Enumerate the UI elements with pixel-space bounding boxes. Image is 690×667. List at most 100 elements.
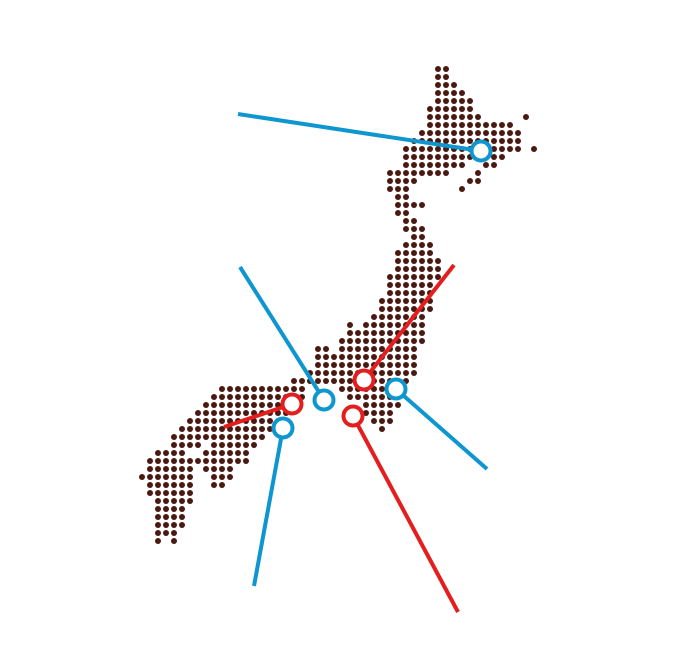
- japan-landmass-dots: [139, 66, 537, 544]
- tokyo-leader-line: [394, 387, 489, 471]
- land-dot: [379, 306, 385, 312]
- land-dot: [243, 410, 249, 416]
- land-dot: [395, 346, 401, 352]
- land-dot: [251, 426, 257, 432]
- land-dot: [267, 386, 273, 392]
- hokkaido-marker[interactable]: [469, 139, 493, 163]
- land-dot: [179, 522, 185, 528]
- land-dot: [291, 378, 297, 384]
- land-dot: [171, 482, 177, 488]
- land-dot: [371, 330, 377, 336]
- land-dot: [395, 266, 401, 272]
- land-dot: [299, 386, 305, 392]
- land-dot: [315, 378, 321, 384]
- land-dot: [315, 354, 321, 360]
- land-dot: [475, 122, 481, 128]
- tokyo-marker[interactable]: [384, 377, 408, 401]
- land-dot: [435, 74, 441, 80]
- land-dot: [419, 322, 425, 328]
- shizuoka-leader-line: [351, 415, 460, 613]
- land-dot: [371, 354, 377, 360]
- land-dot: [411, 274, 417, 280]
- land-dot: [211, 450, 217, 456]
- land-dot: [419, 162, 425, 168]
- land-dot: [347, 354, 353, 360]
- land-dot: [163, 530, 169, 536]
- land-dot: [235, 426, 241, 432]
- land-dot: [227, 386, 233, 392]
- land-dot: [315, 346, 321, 352]
- land-dot: [427, 162, 433, 168]
- kyoto-marker[interactable]: [312, 388, 336, 412]
- land-dot: [491, 154, 497, 160]
- land-dot: [379, 298, 385, 304]
- land-dot: [419, 146, 425, 152]
- land-dot: [411, 178, 417, 184]
- land-dot: [219, 466, 225, 472]
- land-dot: [227, 410, 233, 416]
- land-dot: [243, 434, 249, 440]
- land-dot: [467, 130, 473, 136]
- land-dot: [419, 170, 425, 176]
- land-dot: [507, 122, 513, 128]
- land-dot: [267, 394, 273, 400]
- nagoya-marker[interactable]: [352, 368, 376, 392]
- city-markers: [271, 139, 493, 440]
- land-dot: [163, 514, 169, 520]
- land-dot: [339, 378, 345, 384]
- land-dot: [435, 130, 441, 136]
- land-dot: [163, 522, 169, 528]
- land-dot: [211, 394, 217, 400]
- land-dot: [147, 474, 153, 480]
- land-dot: [171, 474, 177, 480]
- land-dot: [403, 146, 409, 152]
- osaka-kobe-marker[interactable]: [280, 392, 304, 416]
- land-dot: [251, 394, 257, 400]
- land-dot: [387, 418, 393, 424]
- land-dot: [443, 138, 449, 144]
- land-dot: [411, 330, 417, 336]
- land-dot: [235, 450, 241, 456]
- land-dot: [459, 106, 465, 112]
- land-dot: [195, 434, 201, 440]
- land-dot: [331, 378, 337, 384]
- land-dot: [339, 338, 345, 344]
- hiroshima-okayama-marker[interactable]: [271, 416, 295, 440]
- land-dot: [459, 162, 465, 168]
- land-dot: [235, 434, 241, 440]
- land-dot: [419, 154, 425, 160]
- land-dot: [419, 242, 425, 248]
- land-dot: [379, 370, 385, 376]
- land-dot: [403, 210, 409, 216]
- land-dot: [259, 418, 265, 424]
- land-dot: [179, 450, 185, 456]
- land-dot: [331, 370, 337, 376]
- land-dot: [507, 130, 513, 136]
- land-dot: [475, 170, 481, 176]
- land-dot: [227, 450, 233, 456]
- land-dot: [243, 386, 249, 392]
- land-dot: [443, 122, 449, 128]
- land-dot: [187, 498, 193, 504]
- land-dot: [403, 370, 409, 376]
- land-dot: [387, 330, 393, 336]
- land-dot: [339, 370, 345, 376]
- land-dot: [451, 82, 457, 88]
- land-dot: [491, 122, 497, 128]
- land-dot: [387, 186, 393, 192]
- hokkaido-leader-line: [237, 112, 482, 153]
- land-dot: [267, 418, 273, 424]
- land-dot: [155, 458, 161, 464]
- land-dot: [203, 426, 209, 432]
- land-dot: [411, 298, 417, 304]
- land-dot: [435, 122, 441, 128]
- land-dot: [451, 90, 457, 96]
- land-dot: [395, 202, 401, 208]
- land-dot: [451, 138, 457, 144]
- land-dot: [347, 370, 353, 376]
- land-dot: [235, 442, 241, 448]
- land-dot: [515, 146, 521, 152]
- land-dot: [395, 370, 401, 376]
- land-dot: [227, 434, 233, 440]
- shizuoka-marker[interactable]: [341, 404, 365, 428]
